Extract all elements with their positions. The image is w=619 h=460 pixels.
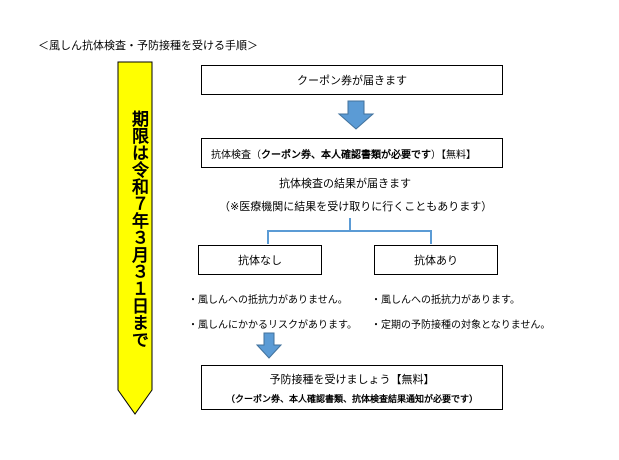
no-antibody-label: 抗体なし (238, 254, 282, 267)
step-antibody-test-box: 抗体検査（クーポン券、本人確認書類が必要です）【無料】 (201, 138, 503, 168)
no-antibody-note-1: ・風しんへの抵抗力がありません。 (188, 295, 348, 306)
result-arrives-text: 抗体検査の結果が届きます (279, 177, 411, 190)
step-coupon-box: クーポン券が届きます (201, 65, 503, 95)
antibody-test-requirements: クーポン券、本人確認書類が必要です (261, 149, 431, 161)
no-antibody-note-2: ・風しんにかかるリスクがあります。 (188, 320, 357, 331)
step-coupon-label: クーポン券が届きます (297, 74, 407, 87)
has-antibody-note-2: ・定期の予防接種の対象となりません。 (371, 320, 551, 331)
flow-arrow-2 (255, 332, 283, 359)
has-antibody-note-1: ・風しんへの抵抗力があります。 (371, 295, 520, 306)
antibody-test-suffix: ）【無料】 (431, 149, 476, 161)
has-antibody-box: 抗体あり (374, 245, 498, 275)
vaccination-box: 予防接種を受けましょう【無料】 （クーポン券、本人確認書類、抗体検査結果通知が必… (201, 365, 503, 410)
vaccination-line-1: 予防接種を受けましょう【無料】 (269, 372, 435, 386)
deadline-text: 期限は令和７年３月３１日まで (128, 110, 148, 348)
antibody-test-label: 抗体検査（ (211, 149, 261, 161)
has-antibody-label: 抗体あり (414, 254, 458, 267)
result-note-text: （※医療機関に結果を受け取りに行くこともあります） (219, 200, 493, 213)
deadline-arrow-banner (117, 61, 153, 415)
flow-arrow-1 (337, 100, 375, 130)
page-title: ＜風しん抗体検査・予防接種を受ける手順＞ (38, 39, 258, 52)
no-antibody-box: 抗体なし (198, 245, 322, 275)
vaccination-line-2: （クーポン券、本人確認書類、抗体検査結果通知が必要です） (225, 394, 478, 405)
